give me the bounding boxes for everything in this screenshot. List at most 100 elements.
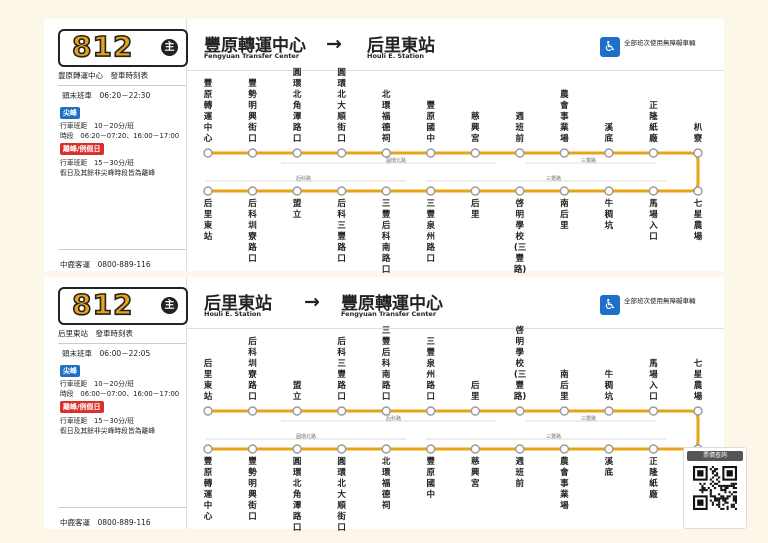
offpeak-interval: 行車班距 15－30分/班 bbox=[60, 159, 134, 167]
stop-name-bottom: 啓明學校(三豐路) bbox=[513, 199, 527, 275]
origin-name-en: Fengyuan Transfer Center bbox=[204, 52, 300, 60]
stop-name-bottom: 溪底 bbox=[604, 457, 614, 478]
route-panel-outbound: 812 主 豐原轉運中心 發車時刻表 頭末班車 06:20－22:30 尖峰 行… bbox=[44, 19, 724, 275]
stop-marker bbox=[693, 186, 703, 196]
route-path bbox=[208, 151, 700, 193]
stop-marker bbox=[247, 186, 258, 196]
stop-marker bbox=[515, 148, 525, 158]
stop-marker bbox=[203, 186, 213, 196]
direction-arrow-icon: → bbox=[326, 33, 342, 55]
stop-marker bbox=[559, 186, 570, 196]
divider bbox=[58, 249, 186, 250]
route-panel-return: 812 主 后里東站 發車時刻表 頭末班車 06:00－22:05 尖峰 行車班… bbox=[44, 277, 724, 533]
stop-name-top: 正隆紙廠 bbox=[649, 101, 658, 144]
stop-name-bottom: 牛稠坑 bbox=[604, 199, 614, 231]
origin-name: 豐原轉運中心 bbox=[204, 36, 306, 56]
peak-interval: 行車班距 10－20分/班 bbox=[60, 380, 134, 388]
offpeak-note: 假日及其餘非尖峰時段皆為離峰 bbox=[60, 427, 156, 435]
wheelchair-icon: ♿ bbox=[600, 295, 620, 315]
bus-company-phone: 中鹿客運 0800-889-116 bbox=[60, 518, 151, 527]
stop-name-top: 農會事業場 bbox=[560, 90, 569, 144]
destination-name: 豐原轉運中心 bbox=[341, 294, 443, 314]
bus-company-phone: 中鹿客運 0800-889-116 bbox=[60, 260, 151, 269]
stop-name-top: 后科三豐路口 bbox=[337, 337, 346, 402]
stop-name-bottom: 馬場入口 bbox=[649, 199, 658, 242]
route-line bbox=[203, 148, 703, 196]
stop-name-top: 三豐泉州路口 bbox=[426, 337, 435, 402]
accessibility-note: 全部班次使用無障礙車輛 bbox=[624, 39, 696, 47]
road-label: 后科路 bbox=[386, 416, 402, 422]
accessibility-note: 全部班次使用無障礙車輛 bbox=[624, 297, 696, 305]
road-label: 后科路 bbox=[296, 176, 312, 182]
peak-tag: 尖峰 bbox=[60, 107, 80, 119]
offpeak-note: 假日及其餘非尖峰時段皆為離峰 bbox=[60, 169, 156, 177]
stop-marker bbox=[604, 444, 614, 454]
stop-name-top: 圓環北角潭路口 bbox=[292, 68, 302, 144]
destination-name-en: Houli E. Station bbox=[367, 52, 425, 60]
offpeak-tag: 離峰/例假日 bbox=[60, 401, 104, 413]
schedule-info: 812 主 豐原轉運中心 發車時刻表 頭末班車 06:20－22:30 尖峰 行… bbox=[44, 19, 188, 271]
route-header: 豐原轉運中心 Fengyuan Transfer Center → 后里東站 H… bbox=[186, 19, 724, 71]
qr-code-icon[interactable] bbox=[693, 466, 737, 510]
stop-marker bbox=[203, 406, 213, 416]
schedule-title: 后里東站 發車時刻表 bbox=[58, 328, 186, 344]
route-number: 812 bbox=[71, 29, 134, 64]
destination-name-en: Fengyuan Transfer Center bbox=[341, 310, 437, 318]
stop-marker bbox=[470, 444, 480, 454]
stop-marker bbox=[203, 148, 213, 158]
stop-marker bbox=[381, 148, 391, 158]
divider bbox=[58, 507, 186, 508]
stop-marker bbox=[648, 148, 659, 158]
stop-marker bbox=[292, 406, 302, 416]
wheelchair-icon: ♿ bbox=[600, 37, 620, 57]
route-line bbox=[203, 406, 703, 454]
fare-qr-card[interactable]: 票價查詢 bbox=[683, 447, 747, 529]
stop-name-bottom: 三豐后科南路口 bbox=[381, 199, 391, 275]
stop-name-bottom: 后里東站 bbox=[203, 199, 213, 242]
stop-name-bottom: 盟立 bbox=[292, 199, 302, 220]
road-label: 三豐路 bbox=[581, 158, 597, 164]
stop-marker bbox=[426, 186, 436, 196]
destination-name: 后里東站 bbox=[367, 36, 435, 56]
stop-name-bottom: 正隆紙廠 bbox=[649, 457, 658, 500]
stop-marker bbox=[470, 406, 480, 416]
stop-marker bbox=[247, 406, 258, 416]
stop-marker bbox=[336, 444, 347, 454]
stop-name-bottom: 豐原轉運中心 bbox=[203, 457, 213, 522]
stop-name-top: 朳寮 bbox=[693, 123, 703, 144]
stop-name-top: 溪底 bbox=[604, 123, 614, 144]
stop-marker bbox=[381, 186, 391, 196]
stop-marker bbox=[648, 186, 659, 196]
stop-marker bbox=[247, 444, 258, 454]
peak-interval: 行車班距 10－20分/班 bbox=[60, 122, 134, 130]
stop-marker bbox=[470, 148, 480, 158]
stop-marker bbox=[336, 186, 347, 196]
stop-marker bbox=[559, 444, 570, 454]
stop-marker bbox=[381, 406, 391, 416]
first-last-bus: 頭末班車 06:00－22:05 bbox=[62, 349, 151, 358]
route-number: 812 bbox=[71, 287, 134, 322]
stop-name-bottom: 三豐泉州路口 bbox=[426, 199, 435, 264]
stop-marker bbox=[336, 148, 347, 158]
stop-name-top: 慈興宮 bbox=[471, 112, 480, 144]
stop-marker bbox=[604, 148, 614, 158]
origin-name: 后里東站 bbox=[204, 294, 272, 314]
stop-name-top: 豐原國中 bbox=[426, 101, 435, 144]
stop-marker bbox=[426, 148, 436, 158]
stop-name-top: 七星農場 bbox=[693, 359, 703, 402]
stop-marker bbox=[426, 444, 436, 454]
stop-name-bottom: 北環福德祠 bbox=[381, 457, 391, 511]
stop-name-top: 南后里 bbox=[560, 370, 569, 402]
stop-name-top: 豐原轉運中心 bbox=[203, 79, 213, 144]
stop-name-top: 盟立 bbox=[292, 381, 302, 402]
stop-marker bbox=[515, 186, 525, 196]
stop-name-top: 三豐后科南路口 bbox=[381, 326, 391, 402]
stop-marker bbox=[604, 186, 614, 196]
route-number-box: 812 主 bbox=[58, 287, 188, 325]
route-header: 后里東站 Houli E. Station → 豐原轉運中心 Fengyuan … bbox=[186, 277, 724, 329]
stop-name-top: 豐勢明興街口 bbox=[248, 79, 257, 144]
stop-name-bottom: 農會事業場 bbox=[560, 457, 569, 511]
stop-marker bbox=[203, 444, 213, 454]
stop-name-top: 馬場入口 bbox=[649, 359, 658, 402]
schedule-title: 豐原轉運中心 發車時刻表 bbox=[58, 70, 186, 86]
